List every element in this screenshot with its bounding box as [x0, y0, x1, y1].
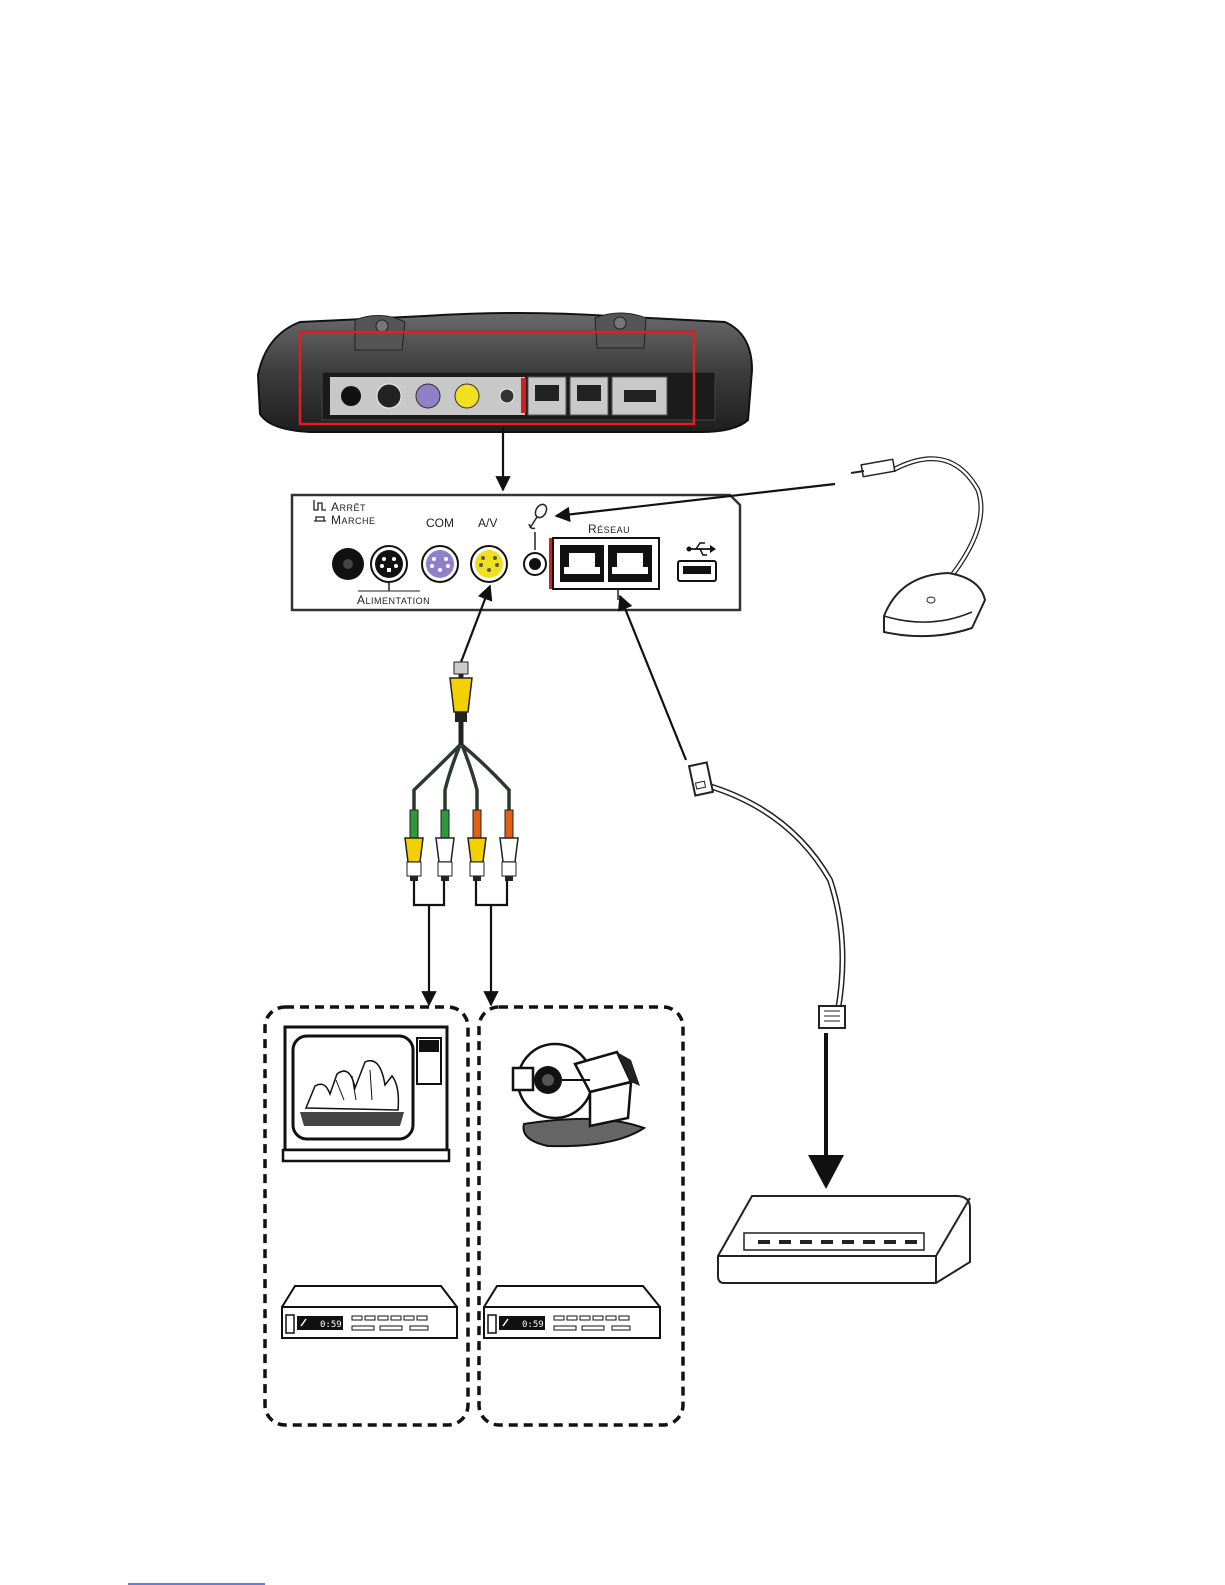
microphone-jack-icon: [524, 553, 546, 575]
rj45-plug-icon: [819, 1006, 845, 1028]
av-label: A/V: [478, 516, 497, 530]
vcr-display: 0:59: [522, 1320, 544, 1330]
camera-icon: [513, 1044, 644, 1146]
rca-plug-icon: [405, 810, 423, 881]
rj45-port-icon: [608, 545, 652, 582]
microphone-device: [851, 459, 985, 636]
ps2-com-port-icon: [422, 546, 458, 582]
television-icon: [283, 1027, 449, 1161]
network-cable-arrow: [620, 596, 686, 760]
rca-plug-icon: [436, 810, 454, 881]
network-switch-icon: [718, 1196, 970, 1283]
power-supply-label: ALIMENTATION: [357, 593, 430, 607]
vcr-icon: 0:59: [484, 1286, 660, 1338]
vcr-icon: 0:59: [282, 1286, 457, 1338]
usb-port-icon: [678, 561, 716, 581]
av-breakout-cable: [405, 662, 518, 881]
av-port-icon: [471, 546, 507, 582]
power-jack-icon: [332, 548, 364, 580]
rj45-plug-icon: [689, 762, 713, 795]
switch-arrow: [808, 1155, 844, 1189]
power-off-label: ARRÊT: [331, 500, 366, 514]
video-pair-bracket: [414, 880, 444, 905]
rca-plug-icon: [468, 810, 486, 881]
rear-panel: ARRÊT MARCHE COM A/V: [292, 495, 740, 610]
audio-pair-bracket: [476, 880, 507, 905]
device-back-photo: [258, 313, 752, 432]
power-on-label: MARCHE: [331, 513, 376, 527]
mini-din-port-icon: [371, 546, 407, 582]
network-label: RÉSEAU: [588, 522, 630, 536]
network-cable: [689, 762, 845, 1189]
com-label: COM: [426, 516, 454, 530]
rca-plug-icon: [500, 810, 518, 881]
vcr-display: 0:59: [320, 1320, 342, 1330]
rj45-port-icon: [560, 545, 604, 582]
